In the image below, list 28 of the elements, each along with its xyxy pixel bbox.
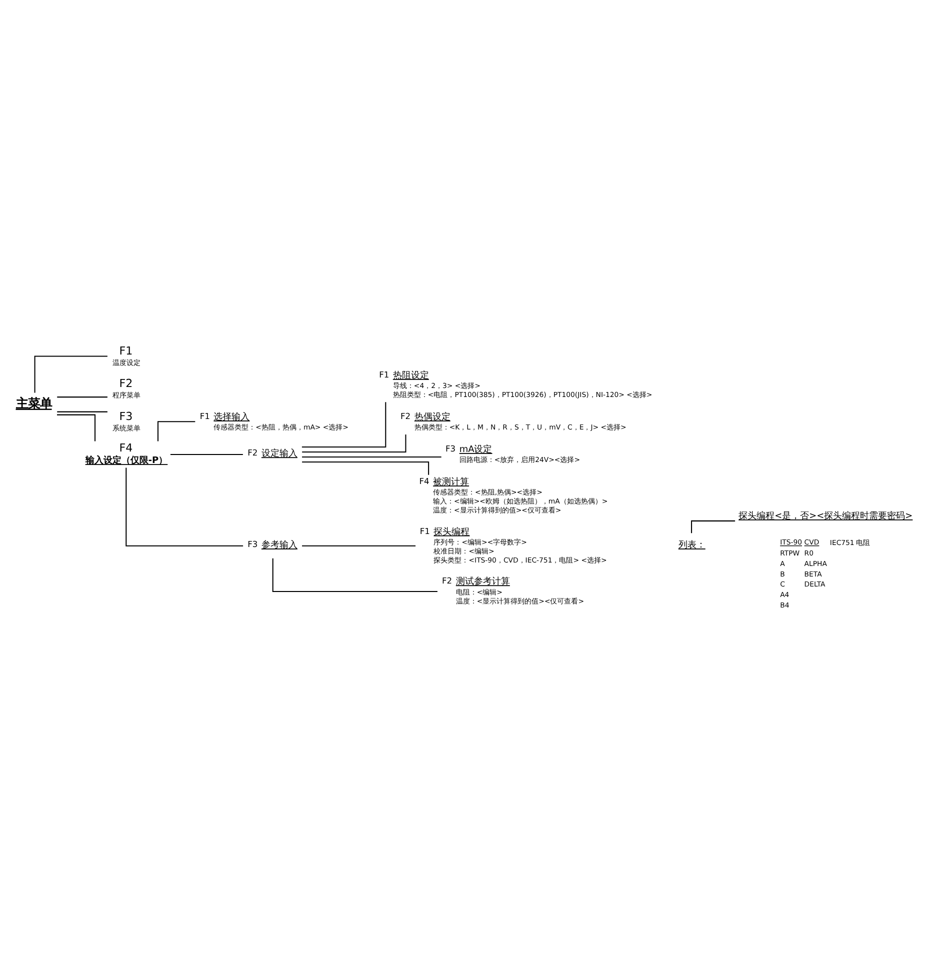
node-label: F2: [442, 576, 452, 586]
node-text: 主菜单: [16, 396, 52, 411]
node-label: F2: [248, 448, 258, 458]
connector: [302, 434, 406, 453]
connector: [302, 456, 442, 458]
node-text: 探头编程<是，否><探头编程时需要密码>: [738, 511, 913, 522]
node-text: F4 输入设定（仅限-P）: [85, 442, 168, 466]
node-label: F2: [400, 410, 411, 421]
node-text: 列表：: [678, 540, 706, 550]
connector: [272, 558, 438, 592]
connector: [57, 414, 96, 442]
node-label: F3: [446, 443, 456, 454]
node-text: 设定输入: [261, 449, 298, 460]
node-label: F3: [248, 538, 258, 549]
connector: [302, 461, 430, 475]
node-label: F1: [420, 526, 430, 536]
node-label: F1: [379, 369, 390, 380]
node-label: F1: [200, 410, 210, 421]
connector: [302, 545, 416, 546]
connector: [126, 468, 244, 546]
node-label: F4: [419, 476, 430, 486]
connector: [170, 454, 243, 455]
connector: [57, 411, 108, 412]
connector: [302, 402, 386, 448]
connector: [57, 396, 108, 398]
connector: [34, 356, 108, 393]
connector: [157, 421, 196, 442]
node-text: 参考输入: [261, 540, 298, 550]
